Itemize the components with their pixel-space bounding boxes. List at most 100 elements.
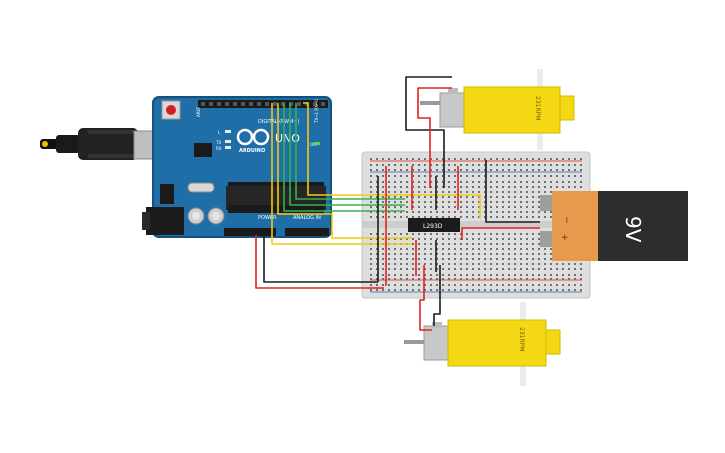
breadboard-hole: [412, 284, 414, 286]
barrel-jack-icon: [142, 207, 184, 235]
l293d-chip: L293D: [408, 218, 460, 232]
breadboard-hole: [532, 289, 534, 291]
breadboard-hole: [532, 175, 534, 177]
breadboard-hole: [514, 216, 516, 218]
breadboard-hole: [460, 211, 462, 213]
breadboard-hole: [550, 164, 552, 166]
breadboard-hole: [550, 158, 552, 160]
breadboard-hole: [568, 289, 570, 291]
breadboard-hole: [484, 169, 486, 171]
breadboard-hole: [538, 243, 540, 245]
breadboard-hole: [418, 201, 420, 203]
breadboard-hole: [526, 248, 528, 250]
breadboard-hole: [376, 248, 378, 250]
breadboard-hole: [514, 175, 516, 177]
breadboard-hole: [514, 278, 516, 280]
breadboard-hole: [496, 238, 498, 240]
breadboard-hole: [430, 196, 432, 198]
wire-black-motor-top: [405, 76, 452, 188]
breadboard-hole: [562, 164, 564, 166]
breadboard-hole: [496, 181, 498, 183]
breadboard-hole: [490, 258, 492, 260]
breadboard-hole: [412, 211, 414, 213]
breadboard-hole: [382, 253, 384, 255]
breadboard-hole: [490, 175, 492, 177]
breadboard-hole: [496, 243, 498, 245]
breadboard-hole: [526, 211, 528, 213]
breadboard-hole: [370, 175, 372, 177]
breadboard-hole: [580, 268, 582, 270]
breadboard-hole: [412, 206, 414, 208]
breadboard-hole: [520, 175, 522, 177]
breadboard-hole: [520, 191, 522, 193]
breadboard-hole: [520, 253, 522, 255]
breadboard-hole: [472, 253, 474, 255]
breadboard-hole: [388, 274, 390, 276]
breadboard-hole: [430, 175, 432, 177]
breadboard-hole: [418, 263, 420, 265]
breadboard-hole: [508, 164, 510, 166]
breadboard-hole: [544, 175, 546, 177]
breadboard-hole: [490, 233, 492, 235]
breadboard-hole: [382, 158, 384, 160]
breadboard-hole: [382, 274, 384, 276]
breadboard-hole: [442, 211, 444, 213]
breadboard-hole: [424, 186, 426, 188]
breadboard-hole: [430, 158, 432, 160]
breadboard-hole: [412, 253, 414, 255]
breadboard-hole: [406, 175, 408, 177]
breadboard-hole: [394, 238, 396, 240]
breadboard-hole: [454, 258, 456, 260]
breadboard-hole: [454, 238, 456, 240]
breadboard-hole: [532, 158, 534, 160]
breadboard-hole: [436, 191, 438, 193]
breadboard-hole: [484, 201, 486, 203]
breadboard-hole: [550, 278, 552, 280]
breadboard-hole: [580, 175, 582, 177]
breadboard-hole: [550, 263, 552, 265]
wire-black-motor-bottom: [433, 265, 441, 326]
breadboard-hole: [532, 181, 534, 183]
breadboard-hole: [544, 274, 546, 276]
breadboard-hole: [436, 248, 438, 250]
breadboard-hole: [442, 243, 444, 245]
breadboard-hole: [478, 216, 480, 218]
breadboard-hole: [412, 238, 414, 240]
breadboard-hole: [424, 201, 426, 203]
breadboard-hole: [538, 216, 540, 218]
breadboard-hole: [400, 289, 402, 291]
breadboard-hole: [394, 186, 396, 188]
breadboard-hole: [514, 201, 516, 203]
reset-button-icon[interactable]: [161, 100, 181, 120]
breadboard-hole: [412, 216, 414, 218]
breadboard-hole: [376, 289, 378, 291]
breadboard-hole: [424, 238, 426, 240]
breadboard-hole: [526, 216, 528, 218]
breadboard-hole: [502, 186, 504, 188]
breadboard-hole: [508, 268, 510, 270]
breadboard-hole: [382, 263, 384, 265]
breadboard-hole: [490, 201, 492, 203]
breadboard-hole: [466, 191, 468, 193]
breadboard-hole: [472, 201, 474, 203]
breadboard-hole: [502, 169, 504, 171]
crystal-icon: [187, 182, 215, 193]
breadboard-hole: [418, 274, 420, 276]
breadboard-hole: [460, 186, 462, 188]
breadboard-hole: [478, 201, 480, 203]
breadboard-hole: [508, 238, 510, 240]
breadboard-hole: [430, 248, 432, 250]
breadboard-hole: [394, 248, 396, 250]
breadboard-hole: [544, 158, 546, 160]
breadboard-hole: [436, 278, 438, 280]
breadboard-hole: [412, 258, 414, 260]
breadboard-hole: [490, 158, 492, 160]
breadboard-hole: [454, 216, 456, 218]
breadboard-hole: [418, 258, 420, 260]
breadboard-hole: [400, 181, 402, 183]
breadboard-hole: [508, 211, 510, 213]
breadboard-hole: [430, 216, 432, 218]
breadboard-hole: [394, 263, 396, 265]
breadboard-hole: [376, 191, 378, 193]
breadboard-hole: [412, 186, 414, 188]
